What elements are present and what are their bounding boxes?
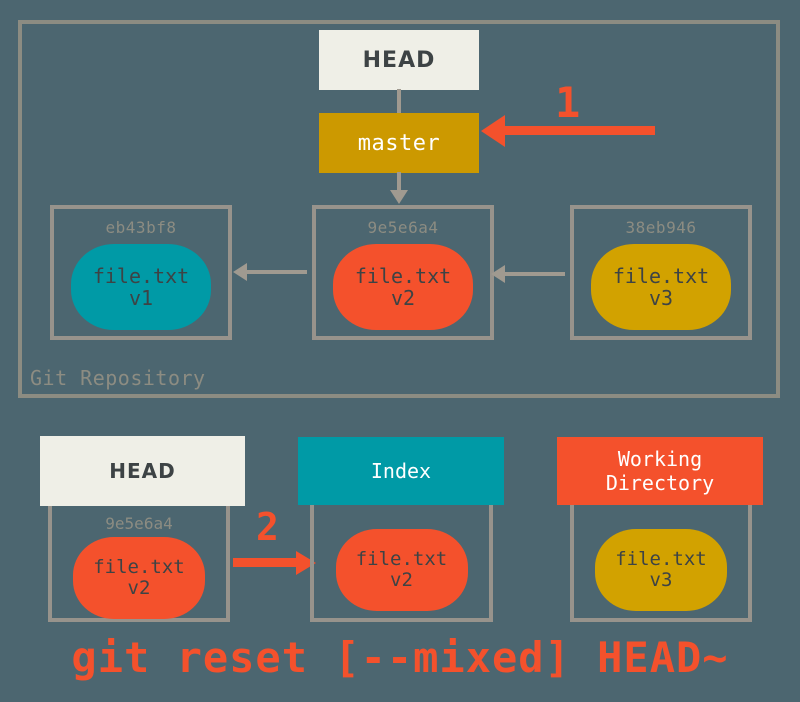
step-2-arrow-icon	[233, 558, 301, 567]
area-header-working-directory: Working Directory	[557, 437, 763, 505]
step-1-marker: 1	[555, 78, 581, 127]
area-header-head: HEAD	[40, 436, 245, 506]
commit-parent-link-a	[247, 270, 307, 274]
area-head-hash: 9e5e6a4	[105, 514, 173, 533]
blob-filename: file.txt	[355, 547, 448, 570]
step-1-arrow-icon	[503, 126, 655, 135]
blob-filename: file.txt	[612, 263, 710, 288]
commit-hash: 38eb946	[625, 218, 697, 237]
head-pointer-box: HEAD	[319, 30, 479, 90]
commit-blob: file.txt v1	[71, 244, 211, 330]
area-body-head: 9e5e6a4 file.txt v2	[48, 506, 230, 622]
area-header-wd-label-line2: Directory	[605, 471, 715, 495]
blob-version: v2	[390, 569, 413, 591]
master-branch-box: master	[319, 113, 479, 173]
commit-hash: 9e5e6a4	[367, 218, 439, 237]
blob-filename: file.txt	[92, 263, 190, 288]
connector-master-to-commit	[397, 172, 401, 194]
blob-version: v2	[390, 286, 416, 310]
connector-head-to-master	[397, 89, 401, 114]
commit-box-9e5e6a4: 9e5e6a4 file.txt v2	[312, 205, 494, 340]
area-index-blob: file.txt v2	[335, 529, 468, 611]
area-header-wd-label-line1: Working	[617, 447, 703, 471]
area-wd-blob: file.txt v3	[595, 529, 727, 611]
area-head-blob: file.txt v2	[73, 537, 205, 619]
commit-parent-link-b	[505, 272, 565, 276]
commit-parent-arrowhead-a	[233, 263, 247, 281]
command-caption: git reset [--mixed] HEAD~	[71, 633, 729, 682]
git-repository-label: Git Repository	[30, 366, 206, 390]
step-2-marker: 2	[256, 505, 279, 549]
blob-filename: file.txt	[93, 555, 185, 578]
master-branch-label: master	[357, 130, 441, 156]
git-repository-frame	[18, 20, 780, 398]
blob-version: v2	[127, 577, 151, 599]
blob-version: v3	[648, 286, 674, 310]
step-1-arrowhead-icon	[481, 115, 505, 147]
area-header-index: Index	[298, 437, 504, 505]
blob-version: v3	[649, 569, 673, 591]
commit-box-eb43bf8: eb43bf8 file.txt v1	[50, 205, 232, 340]
commit-blob: file.txt v2	[333, 244, 473, 330]
commit-blob: file.txt v3	[591, 244, 731, 330]
area-header-index-label: Index	[370, 459, 432, 483]
area-body-working-directory: file.txt v3	[570, 505, 752, 622]
commit-box-38eb946: 38eb946 file.txt v3	[570, 205, 752, 340]
area-body-index: file.txt v2	[310, 505, 493, 622]
commit-parent-arrowhead-b	[491, 265, 505, 283]
blob-version: v1	[128, 286, 154, 310]
commit-hash: eb43bf8	[105, 218, 177, 237]
blob-filename: file.txt	[615, 547, 707, 570]
arrowhead-master-to-commit	[390, 190, 408, 204]
area-header-head-label: HEAD	[109, 459, 176, 483]
blob-filename: file.txt	[354, 263, 452, 288]
head-pointer-label: HEAD	[362, 47, 436, 73]
